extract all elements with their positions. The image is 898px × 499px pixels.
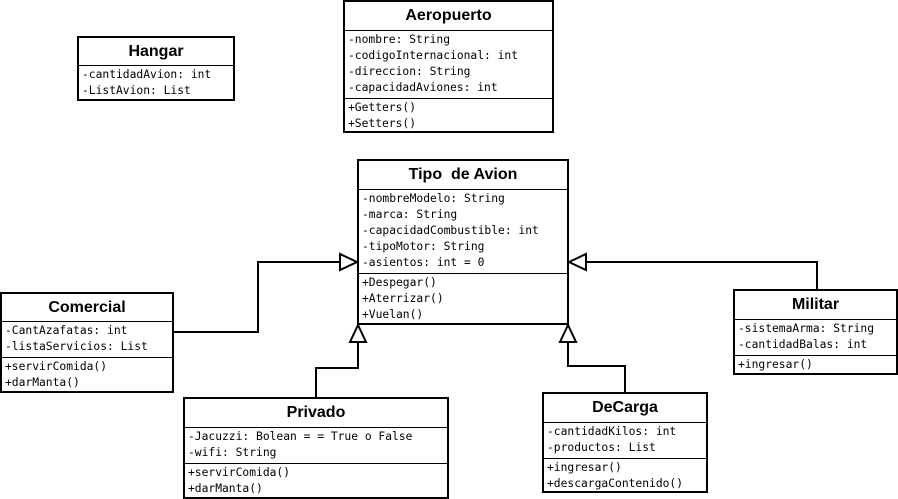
class-tipo-de-avion[interactable]: Tipo de Avion -nombreModelo: String -mar… xyxy=(357,159,569,325)
class-comercial[interactable]: Comercial -CantAzafatas: int -listaServi… xyxy=(0,292,174,393)
method: +descargaContenido() xyxy=(547,477,684,490)
attribute: -capacidadAviones: int xyxy=(348,81,498,94)
class-militar-methods: +ingresar() xyxy=(735,356,896,375)
method: +darManta() xyxy=(188,482,263,495)
class-tipo-de-avion-title: Tipo de Avion xyxy=(359,161,567,190)
method: +Aterrizar() xyxy=(362,292,444,305)
class-privado-title: Privado xyxy=(185,399,447,428)
method: +servirComida() xyxy=(5,360,108,373)
method: +servirComida() xyxy=(188,466,291,479)
militar-inheritance-line xyxy=(586,261,818,290)
attribute: -nombreModelo: String xyxy=(362,192,505,205)
class-decarga-methods: +ingresar() +descargaContenido() xyxy=(544,459,706,494)
attribute: -tipoMotor: String xyxy=(362,240,485,253)
attribute: -cantidadBalas: int xyxy=(738,338,868,351)
class-tipo-de-avion-attributes: -nombreModelo: String -marca: String -ca… xyxy=(359,190,567,274)
class-hangar[interactable]: Hangar -cantidadAvion: int -ListAvion: L… xyxy=(77,36,235,101)
attribute: -cantidadAvion: int xyxy=(82,68,212,81)
class-decarga-title: DeCarga xyxy=(544,394,706,423)
attribute: -codigoInternacional: int xyxy=(348,49,519,62)
class-comercial-title: Comercial xyxy=(2,294,172,322)
class-decarga[interactable]: DeCarga -cantidadKilos: int -productos: … xyxy=(542,392,708,493)
class-privado[interactable]: Privado -Jacuzzi: Bolean = = True o Fals… xyxy=(183,397,449,499)
method: +Setters() xyxy=(348,117,417,130)
method: +Vuelan() xyxy=(362,308,424,321)
class-privado-methods: +servirComida() +darManta() xyxy=(185,464,447,499)
attribute: -direccion: String xyxy=(348,65,471,78)
attribute: -CantAzafatas: int xyxy=(5,324,128,337)
class-aeropuerto-title: Aeropuerto xyxy=(345,2,552,31)
attribute: -listaServicios: List xyxy=(5,340,148,353)
militar-inheritance-arrowhead xyxy=(566,252,587,272)
class-aeropuerto-attributes: -nombre: String -codigoInternacional: in… xyxy=(345,31,552,99)
class-militar-title: Militar xyxy=(735,291,896,320)
attribute: -asientos: int = 0 xyxy=(362,256,485,269)
decarga-inheritance-arrowhead xyxy=(558,322,578,343)
attribute: -capacidadCombustible: int xyxy=(362,224,539,237)
class-hangar-title: Hangar xyxy=(79,38,233,66)
class-privado-attributes: -Jacuzzi: Bolean = = True o False -wifi:… xyxy=(185,428,447,464)
class-decarga-attributes: -cantidadKilos: int -productos: List xyxy=(544,423,706,459)
class-comercial-methods: +servirComida() +darManta() xyxy=(2,358,172,393)
attribute: -wifi: String xyxy=(188,446,277,459)
class-aeropuerto-methods: +Getters() +Setters() xyxy=(345,99,552,134)
attribute: -productos: List xyxy=(547,441,656,454)
comercial-inheritance-arrowhead xyxy=(339,252,360,272)
class-militar-attributes: -sistemaArma: String -cantidadBalas: int xyxy=(735,320,896,356)
method: +darManta() xyxy=(5,376,80,389)
attribute: -sistemaArma: String xyxy=(738,322,875,335)
class-hangar-attributes: -cantidadAvion: int -ListAvion: List xyxy=(79,66,233,101)
attribute: -marca: String xyxy=(362,208,458,221)
method: +Despegar() xyxy=(362,276,437,289)
method: +Getters() xyxy=(348,101,417,114)
class-aeropuerto[interactable]: Aeropuerto -nombre: String -codigoIntern… xyxy=(343,0,554,133)
class-militar[interactable]: Militar -sistemaArma: String -cantidadBa… xyxy=(733,289,898,375)
method: +ingresar() xyxy=(547,461,622,474)
attribute: -cantidadKilos: int xyxy=(547,425,677,438)
class-comercial-attributes: -CantAzafatas: int -listaServicios: List xyxy=(2,322,172,358)
privado-inheritance-line xyxy=(315,342,359,398)
attribute: -Jacuzzi: Bolean = = True o False xyxy=(188,430,413,443)
attribute: -ListAvion: List xyxy=(82,84,191,97)
attribute: -nombre: String xyxy=(348,33,451,46)
comercial-inheritance-line xyxy=(174,261,340,333)
privado-inheritance-arrowhead xyxy=(348,322,368,343)
method: +ingresar() xyxy=(738,358,813,371)
decarga-inheritance-line xyxy=(567,342,626,393)
class-tipo-de-avion-methods: +Despegar() +Aterrizar() +Vuelan() xyxy=(359,274,567,325)
